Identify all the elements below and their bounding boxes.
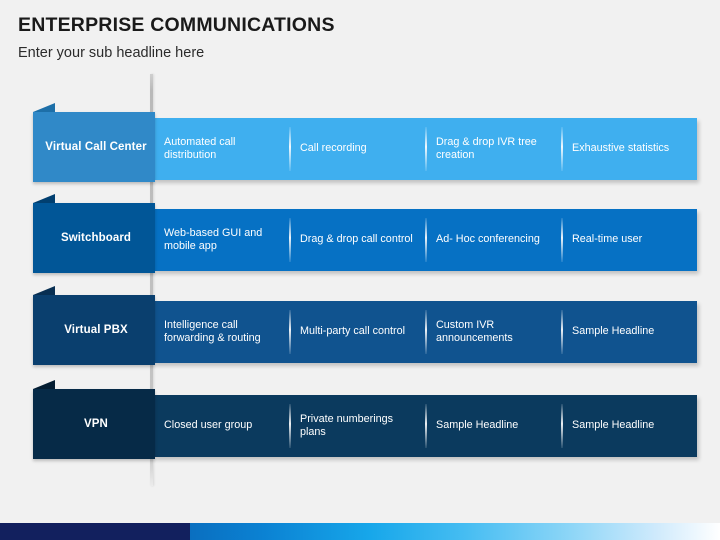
feature-cell[interactable]: Sample Headline [561,395,697,457]
feature-cell-text: Call recording [300,142,367,155]
ribbon-fold-corner-icon [33,103,55,112]
feature-row-vpn: VPN Closed user group Private numberings… [0,380,720,467]
footer-band-gradient-segment [190,523,720,540]
feature-cell[interactable]: Drag & drop call control [289,209,425,271]
footer-accent-band [0,523,720,540]
feature-row-virtual-call-center: Virtual Call Center Automated call distr… [0,103,720,190]
row-label-ribbon-switchboard[interactable]: Switchboard [33,194,155,273]
footer-band-solid-segment [0,523,190,540]
feature-cell[interactable]: Call recording [289,118,425,180]
ribbon-fold-corner-icon [33,286,55,295]
feature-cell[interactable]: Closed user group [153,395,289,457]
feature-cell[interactable]: Real-time user [561,209,697,271]
feature-cell[interactable]: Custom IVR announcements [425,301,561,363]
ribbon-fold-corner-icon [33,194,55,203]
page-subtitle: Enter your sub headline here [18,45,205,61]
feature-bar: Closed user group Private numberings pla… [153,395,697,457]
ribbon-fold-corner-icon [33,380,55,389]
feature-row-switchboard: Switchboard Web-based GUI and mobile app… [0,194,720,281]
feature-cell-text: Automated call distribution [164,135,236,162]
row-label-ribbon-virtual-pbx[interactable]: Virtual PBX [33,286,155,365]
feature-cell-text: Ad- Hoc conferencing [436,233,540,246]
header: ENTERPRISE COMMUNICATIONS Enter your sub… [18,12,698,64]
feature-cell-text: Sample Headline [436,419,519,432]
ribbon-label-text: Virtual Call Center [45,141,147,153]
feature-cell-text: Drag & drop call control [300,233,413,246]
feature-cell[interactable]: Private numberings plans [289,395,425,457]
feature-cell-text: Custom IVR announcements [436,318,513,345]
feature-cell[interactable]: Intelligence call forwarding & routing [153,301,289,363]
vertical-spine-line [150,74,153,486]
ribbon-label-text: Virtual PBX [64,324,128,336]
feature-cell-text: Web-based GUI and mobile app [164,226,263,253]
feature-cell[interactable]: Ad- Hoc conferencing [425,209,561,271]
ribbon-label-text: Switchboard [60,232,132,244]
row-label-ribbon-virtual-call-center[interactable]: Virtual Call Center [33,103,155,182]
feature-cell-text: Drag & drop IVR tree creation [436,135,537,162]
feature-cell[interactable]: Automated call distribution [153,118,289,180]
feature-cell[interactable]: Multi-party call control [289,301,425,363]
feature-cell[interactable]: Sample Headline [561,301,697,363]
row-label-ribbon-vpn[interactable]: VPN [33,380,155,459]
feature-cell-text: Sample Headline [572,419,655,432]
feature-cell[interactable]: Exhaustive statistics [561,118,697,180]
feature-cell-text: Exhaustive statistics [572,142,670,155]
feature-cell[interactable]: Drag & drop IVR tree creation [425,118,561,180]
feature-cell-text: Intelligence call forwarding & routing [164,318,261,345]
feature-bar: Automated call distribution Call recordi… [153,118,697,180]
feature-cell[interactable]: Web-based GUI and mobile app [153,209,289,271]
ribbon-label-text: VPN [84,418,108,430]
feature-cell-text: Closed user group [164,419,253,432]
feature-row-virtual-pbx: Virtual PBX Intelligence call forwarding… [0,286,720,373]
feature-cell-text: Private numberings plans [300,412,394,439]
feature-cell-text: Sample Headline [572,325,655,338]
feature-cell[interactable]: Sample Headline [425,395,561,457]
feature-cell-text: Real-time user [572,233,643,246]
feature-bar: Intelligence call forwarding & routing M… [153,301,697,363]
feature-cell-text: Multi-party call control [300,325,406,338]
page-title: ENTERPRISE COMMUNICATIONS [18,14,335,36]
feature-bar: Web-based GUI and mobile app Drag & drop… [153,209,697,271]
